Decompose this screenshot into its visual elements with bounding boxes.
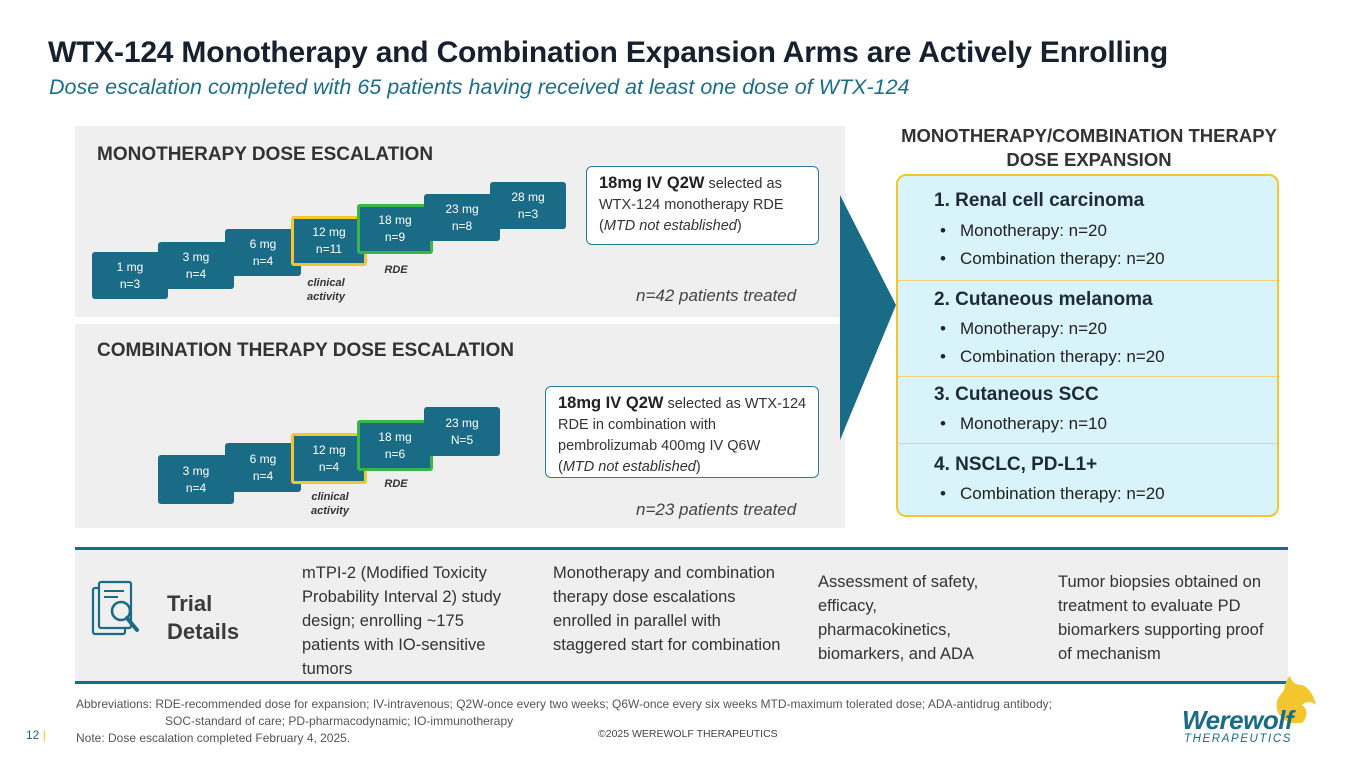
- mono-step-6mg: 6 mg n=4: [225, 229, 301, 276]
- abbreviations-line-2: SOC-standard of care; PD-pharmacodynamic…: [165, 714, 514, 728]
- combo-rde-note: RDE: [384, 478, 408, 490]
- combo-treated-count: n=23 patients treated: [636, 500, 797, 519]
- expansion-section-nsclc: 4. NSCLC, PD-L1+ •Combination therapy: n…: [898, 443, 1277, 514]
- expansion-heading: MONOTHERAPY/COMBINATION THERAPY DOSE EXP…: [901, 125, 1277, 170]
- mono-rde-note: RDE: [384, 264, 408, 276]
- step-n: n=8: [451, 218, 473, 233]
- step-n: n=9: [384, 230, 406, 244]
- combo-step-12mg: 12 mg n=4: [291, 433, 367, 484]
- callout-mtd: MTD not established: [603, 218, 737, 234]
- page-title: WTX-124 Monotherapy and Combination Expa…: [48, 36, 1169, 69]
- bullet-icon: •: [940, 319, 946, 338]
- mono-step-23mg: 23 mg n=8: [424, 194, 500, 241]
- mono-escalation-heading: MONOTHERAPY DOSE ESCALATION: [97, 144, 434, 165]
- step-dose: 12 mg: [312, 442, 346, 457]
- step-dose: 18 mg: [378, 429, 412, 444]
- expansion-section-rcc: 1. Renal cell carcinoma •Monotherapy: n=…: [898, 176, 1277, 280]
- callout-text: selected as WTX-124 monotherapy RDE: [599, 176, 784, 213]
- wolf-head-logo-icon: [1276, 676, 1316, 723]
- step-n: n=3: [517, 206, 539, 221]
- page-divider: |: [39, 728, 46, 742]
- page-number: 12 |: [26, 728, 46, 742]
- mono-rde-callout: 18mg IV Q2W selected as WTX-124 monother…: [586, 166, 819, 245]
- expansion-section-melanoma: 2. Cutaneous melanoma •Monotherapy: n=20…: [898, 280, 1277, 377]
- expansion-item: •Monotherapy: n=10: [940, 414, 1107, 433]
- trial-detail-assessment: Assessment of safety, efficacy, pharmaco…: [818, 573, 979, 663]
- step-dose: 3 mg: [182, 463, 210, 478]
- expansion-box: 1. Renal cell carcinoma •Monotherapy: n=…: [896, 174, 1279, 517]
- combo-escalation-heading: COMBINATION THERAPY DOSE ESCALATION: [97, 340, 514, 361]
- copyright: ©2025 WEREWOLF THERAPEUTICS: [598, 728, 778, 740]
- mono-step-12mg: 12 mg n=11: [291, 216, 367, 266]
- combo-step-23mg: 23 mg N=5: [424, 407, 500, 456]
- trial-detail-enrollment: Monotherapy and combination therapy dose…: [553, 564, 781, 654]
- step-n: n=3: [119, 276, 141, 291]
- mono-step-3mg: 3 mg n=4: [158, 242, 234, 289]
- step-dose: 6 mg: [249, 236, 277, 251]
- callout-paren: ): [695, 459, 701, 475]
- callout-paren: ): [736, 218, 742, 234]
- mono-step-1mg: 1 mg n=3: [92, 252, 168, 299]
- expansion-section-title: 2. Cutaneous melanoma: [934, 289, 1153, 310]
- step-dose: 23 mg: [445, 415, 479, 430]
- callout-mtd: MTD not established: [562, 459, 696, 475]
- expansion-section-scc: 3. Cutaneous SCC •Monotherapy: n=10: [898, 376, 1277, 444]
- step-dose: 3 mg: [182, 249, 210, 264]
- step-dose: 6 mg: [249, 451, 277, 466]
- trial-detail-design: mTPI-2 (Modified Toxicity Probability In…: [302, 564, 502, 678]
- combo-step-18mg: 18 mg n=6: [357, 420, 433, 471]
- expansion-item: •Combination therapy: n=20: [940, 347, 1165, 366]
- step-n: n=4: [185, 266, 207, 281]
- combo-clinical-activity-note: clinical activity: [311, 491, 349, 517]
- document-search-icon: [91, 580, 139, 636]
- expansion-item: •Monotherapy: n=20: [940, 319, 1107, 338]
- trial-details-band: Trial Details mTPI-2 (Modified Toxicity …: [75, 547, 1288, 684]
- bullet-icon: •: [940, 347, 946, 366]
- bullet-icon: •: [940, 221, 946, 240]
- mono-treated-count: n=42 patients treated: [636, 286, 797, 305]
- expansion-arrow-icon: [840, 195, 896, 440]
- callout-dose: 18mg IV Q2W: [558, 394, 664, 412]
- step-dose: 23 mg: [445, 201, 479, 216]
- expansion-item: •Combination therapy: n=20: [940, 484, 1165, 503]
- step-n: n=4: [252, 253, 274, 268]
- callout-paren: (: [599, 218, 604, 234]
- bullet-icon: •: [940, 249, 946, 268]
- bullet-icon: •: [940, 484, 946, 503]
- company-logo-wordmark: Werewolf: [1182, 705, 1294, 735]
- bullet-icon: •: [940, 414, 946, 433]
- step-dose: 18 mg: [378, 213, 412, 227]
- step-n: n=4: [252, 468, 274, 483]
- callout-text: selected as WTX-124 RDE in combination w…: [558, 396, 807, 454]
- combo-step-3mg: 3 mg n=4: [158, 455, 234, 504]
- page-subtitle: Dose escalation completed with 65 patien…: [49, 75, 910, 99]
- trial-detail-biopsies: Tumor biopsies obtained on treatment to …: [1058, 573, 1264, 663]
- step-n: n=11: [315, 242, 343, 256]
- mono-step-18mg: 18 mg n=9: [357, 204, 433, 254]
- trial-details-label: Trial Details: [167, 591, 240, 644]
- callout-paren: (: [558, 459, 563, 475]
- footer-note: Note: Dose escalation completed February…: [76, 731, 351, 745]
- step-dose: 12 mg: [312, 225, 346, 239]
- combo-rde-callout: 18mg IV Q2W selected as WTX-124 RDE in c…: [545, 386, 819, 478]
- step-dose: 1 mg: [116, 259, 144, 274]
- expansion-section-title: 4. NSCLC, PD-L1+: [934, 454, 1098, 475]
- callout-dose: 18mg IV Q2W: [599, 174, 705, 192]
- expansion-section-title: 3. Cutaneous SCC: [934, 384, 1099, 405]
- expansion-item: •Monotherapy: n=20: [940, 221, 1107, 240]
- combo-step-6mg: 6 mg n=4: [225, 443, 301, 492]
- expansion-section-title: 1. Renal cell carcinoma: [934, 190, 1145, 211]
- mono-clinical-activity-note: clinical activity: [307, 277, 345, 303]
- step-dose: 28 mg: [511, 189, 545, 204]
- expansion-item: •Combination therapy: n=20: [940, 249, 1165, 268]
- step-n: n=4: [185, 480, 207, 495]
- mono-step-28mg: 28 mg n=3: [490, 182, 566, 229]
- step-n: n=4: [318, 459, 340, 474]
- abbreviations-line-1: Abbreviations: RDE-recommended dose for …: [76, 697, 1052, 711]
- step-n: n=6: [384, 446, 406, 461]
- company-logo-subtitle: THERAPEUTICS: [1184, 733, 1293, 745]
- step-n: N=5: [450, 432, 474, 447]
